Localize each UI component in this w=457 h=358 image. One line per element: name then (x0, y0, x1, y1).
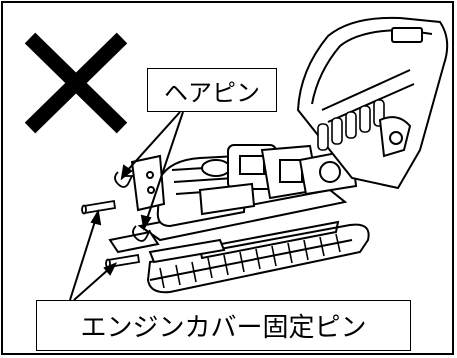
cross-mark-icon (24, 32, 128, 134)
chassis-frame (108, 188, 348, 264)
engine-cover-pin (81, 199, 117, 215)
engine-block (156, 144, 358, 228)
hairpin-label: ヘアピン (147, 68, 277, 112)
hairpin-icon (132, 225, 151, 242)
engine-cover-pin-label: エンジンカバー固定ピン (36, 300, 411, 351)
front-bracket (130, 154, 166, 212)
leader-arrows (69, 111, 184, 301)
engine-hood (296, 16, 449, 190)
